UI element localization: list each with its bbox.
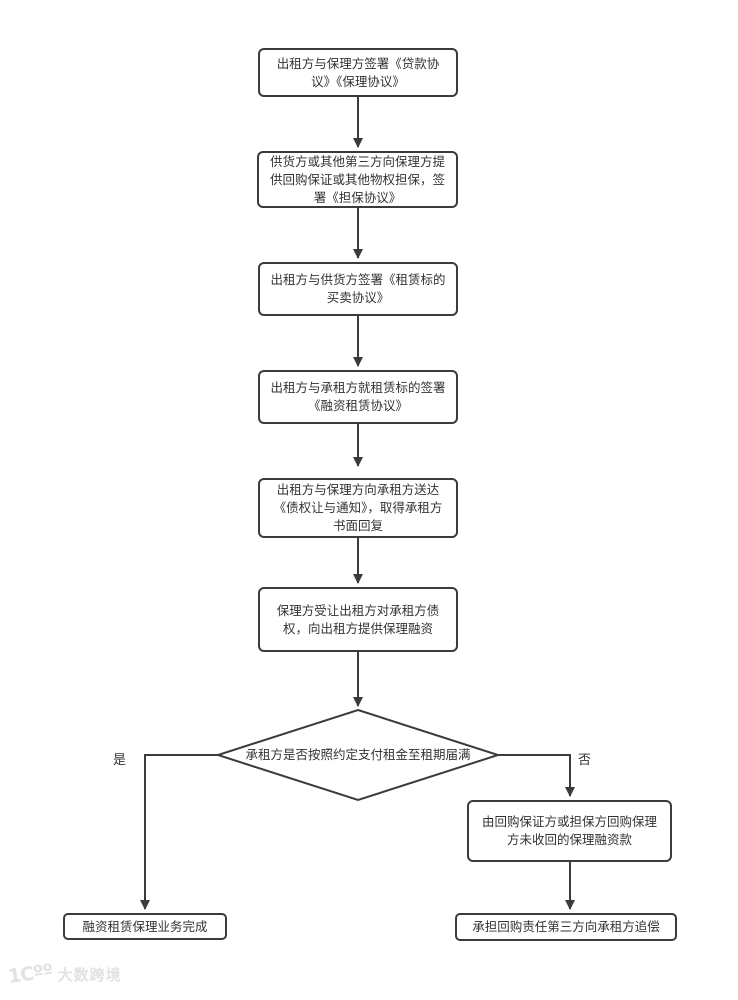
decision-rent-paid-label: 承租方是否按照约定支付租金至租期届满 [233,740,483,770]
flow-node-deliver-assignment-notice: 出租方与保理方向承租方送达《债权让与通知》，取得承租方书面回复 [258,478,458,538]
edge-yes [140,754,218,910]
edge-label-no: 否 [578,752,592,767]
watermark-text: 大数跨境 [57,967,122,984]
flow-node-label: 出租方与保理方签署《贷款协议》《保理协议》 [276,56,440,89]
flow-node-sign-finance-lease-agreement: 出租方与承租方就租赁标的签署《融资租赁协议》 [258,370,458,424]
flow-node-factoring-financing: 保理方受让出租方对承租方债权，向出租方提供保理融资 [258,587,458,652]
flow-node-label: 出租方与承租方就租赁标的签署《融资租赁协议》 [270,381,446,413]
flow-node-provide-guarantee: 供货方或其他第三方向保理方提供回购保证或其他物权担保，签署《担保协议》 [257,151,458,208]
watermark: 1Cºº 大数跨境 [6,960,122,988]
flow-node-label: 承租方是否按照约定支付租金至租期届满 [245,747,471,762]
watermark-logo-icon: 1Cºº [6,960,54,988]
flow-node-sign-loan-factoring-agreements: 出租方与保理方签署《贷款协议》《保理协议》 [258,48,458,97]
flow-node-repurchase-unrecovered-funds: 由回购保证方或担保方回购保理方未收回的保理融资款 [467,800,672,862]
flow-node-label: 出租方与保理方向承租方送达《债权让与通知》，取得承租方书面回复 [273,483,443,533]
flow-node-label: 供货方或其他第三方向保理方提供回购保证或其他物权担保，签署《担保协议》 [269,154,445,205]
flow-node-business-complete: 融资租赁保理业务完成 [63,913,227,940]
flow-node-third-party-recourse: 承担回购责任第三方向承租方追偿 [455,913,677,941]
flow-node-sign-purchase-agreement: 出租方与供货方签署《租赁标的买卖协议》 [258,262,458,316]
flow-node-label: 保理方受让出租方对承租方债权，向出租方提供保理融资 [276,603,440,636]
edge-label-yes: 是 [113,752,127,767]
flow-node-label: 承担回购责任第三方向承租方追偿 [472,920,660,934]
flow-node-label: 由回购保证方或担保方回购保理方未收回的保理融资款 [481,815,657,847]
flow-node-label: 出租方与供货方签署《租赁标的买卖协议》 [270,273,446,305]
flow-node-label: 融资租赁保理业务完成 [82,919,208,934]
edge-no [498,754,575,797]
